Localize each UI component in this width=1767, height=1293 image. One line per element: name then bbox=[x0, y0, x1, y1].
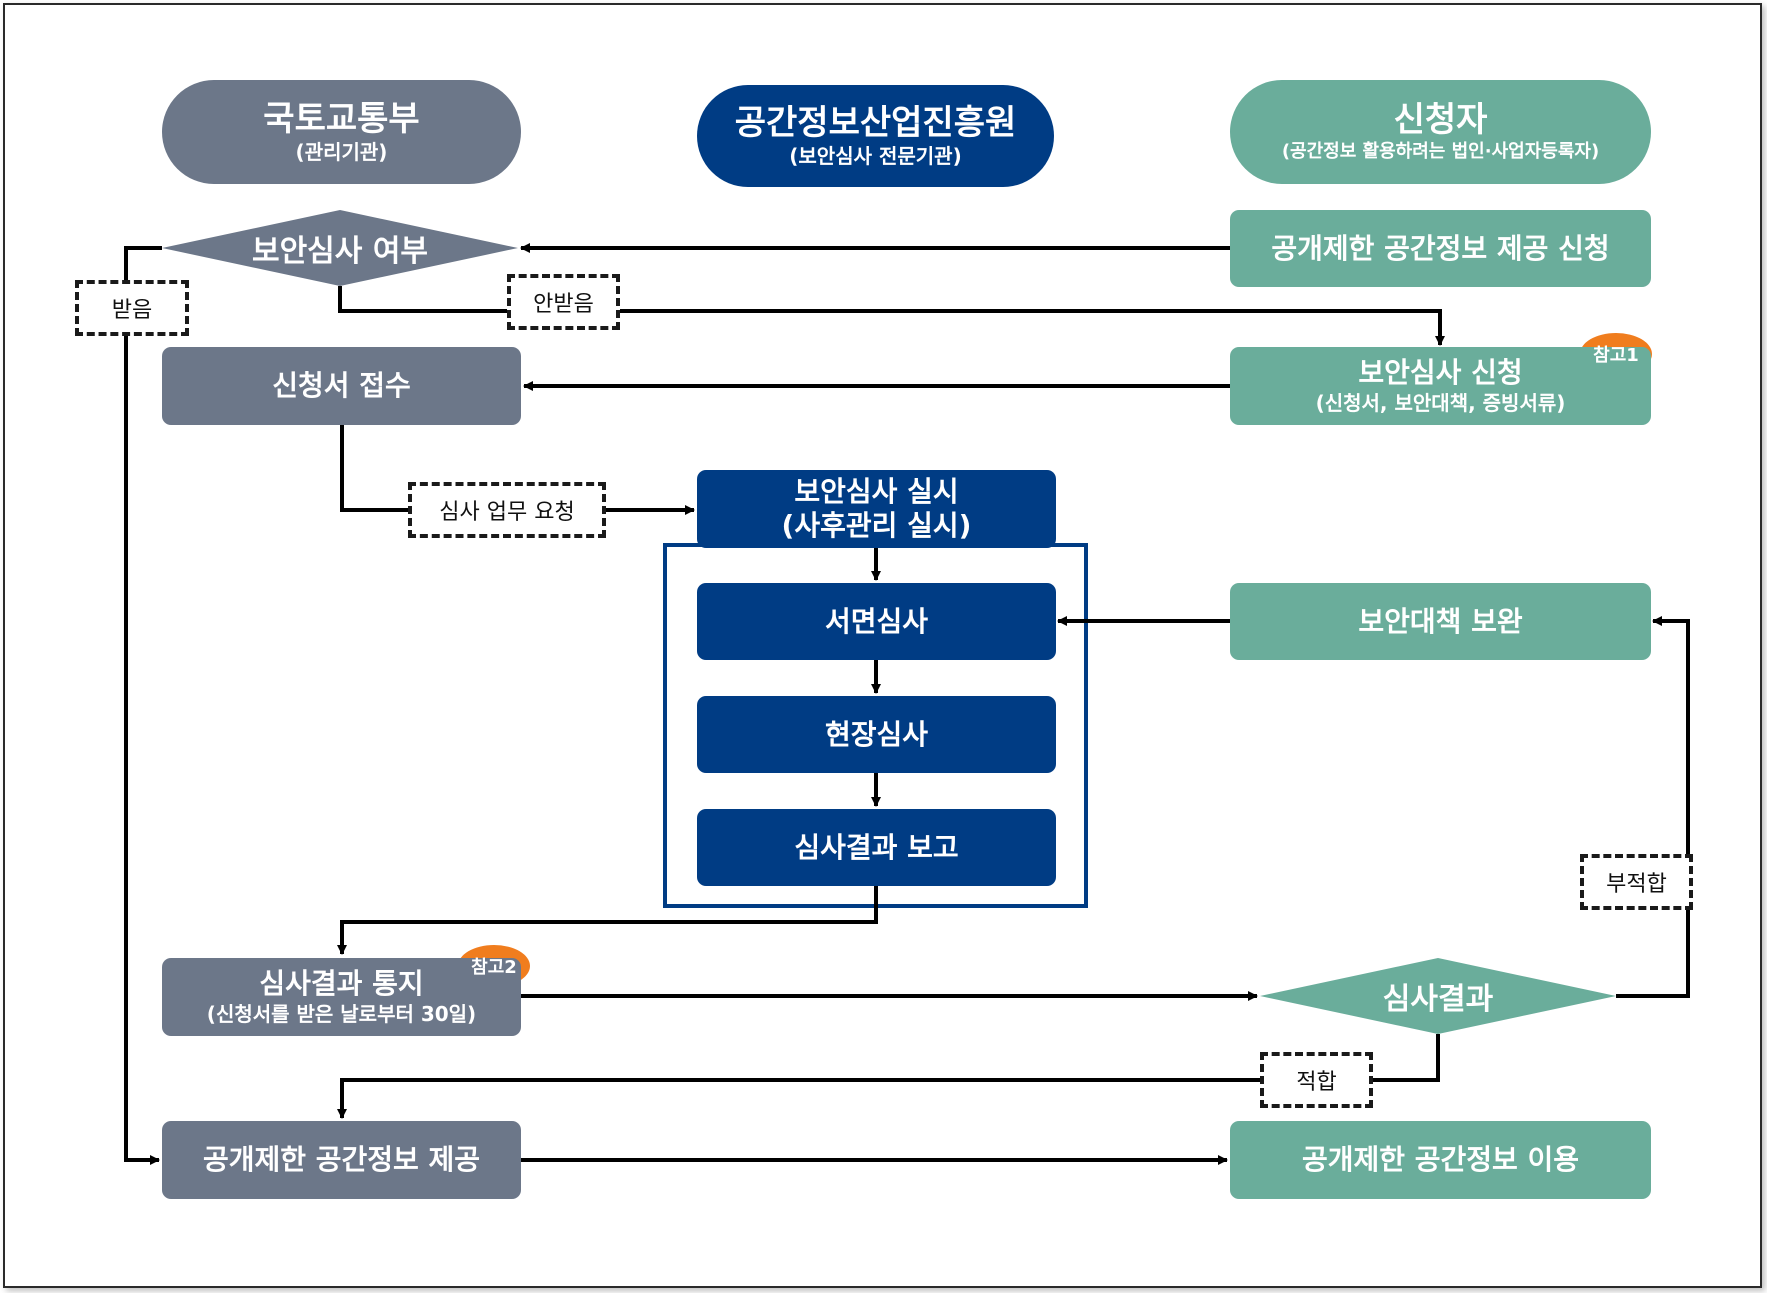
use-box: 공개제한 공간정보 이용 bbox=[1230, 1121, 1651, 1199]
box-title: 보안심사 신청 bbox=[1358, 356, 1523, 389]
box-subtitle: (신청서를 받은 날로부터 30일) bbox=[206, 1002, 477, 1026]
not-received-label: 안받음 bbox=[507, 274, 620, 330]
provide-request-box: 공개제한 공간정보 제공 신청 bbox=[1230, 210, 1651, 287]
result-decision-diamond bbox=[1260, 958, 1616, 1034]
site-review-box: 현장심사 bbox=[697, 696, 1056, 773]
review-decision-diamond bbox=[162, 210, 518, 286]
lane-subtitle: (공간정보 활용하려는 법인·사업자등록자) bbox=[1281, 141, 1600, 162]
ref2-badge: 참고2 bbox=[471, 957, 517, 978]
box-subtitle: (신청서, 보안대책, 증빙서류) bbox=[1315, 391, 1566, 415]
arrow-not-received bbox=[338, 286, 1445, 346]
receipt-box: 신청서 접수 bbox=[162, 347, 521, 425]
doc-review-box: 서면심사 bbox=[697, 583, 1056, 660]
ref1-badge: 참고1 bbox=[1593, 345, 1639, 366]
unfit-label: 부적합 bbox=[1580, 854, 1693, 910]
lane-title: 공간정보산업진흥원 bbox=[734, 103, 1017, 143]
result-report-box: 심사결과 보고 bbox=[697, 809, 1056, 886]
fit-label: 적합 bbox=[1260, 1052, 1373, 1108]
review-conduct-box: 보안심사 실시 (사후관리 실시) bbox=[697, 470, 1056, 548]
outer-frame bbox=[3, 3, 1762, 1288]
lane-title: 신청자 bbox=[1393, 100, 1488, 140]
review-apply-box: 보안심사 신청 (신청서, 보안대책, 증빙서류) bbox=[1230, 347, 1651, 425]
arrow-report-to-notice bbox=[337, 885, 878, 955]
box-line-1: 보안심사 실시 bbox=[794, 475, 959, 508]
result-decision-label: 심사결과 bbox=[1382, 982, 1494, 1017]
arrow-unfit bbox=[1616, 616, 1690, 998]
lane-header-molit: 국토교통부 (관리기관) bbox=[162, 80, 521, 184]
box-line-2: (사후관리 실시) bbox=[781, 509, 972, 542]
received-label: 받음 bbox=[75, 280, 189, 336]
lane-subtitle: (보안심사 전문기관) bbox=[789, 144, 962, 168]
provide-box: 공개제한 공간정보 제공 bbox=[162, 1121, 521, 1199]
security-fix-box: 보안대책 보완 bbox=[1230, 583, 1651, 660]
arrow-fit bbox=[337, 1034, 1440, 1119]
task-request-label: 심사 업무 요청 bbox=[408, 482, 606, 538]
lane-header-spacen: 공간정보산업진흥원 (보안심사 전문기관) bbox=[697, 85, 1054, 187]
box-title: 심사결과 통지 bbox=[259, 967, 424, 1000]
arrow-received bbox=[124, 246, 162, 1165]
lane-title: 국토교통부 bbox=[263, 99, 420, 139]
lane-subtitle: (관리기관) bbox=[295, 140, 388, 164]
result-notice-box: 심사결과 통지 (신청서를 받은 날로부터 30일) bbox=[162, 958, 521, 1036]
review-decision-label: 보안심사 여부 bbox=[251, 234, 429, 269]
lane-header-applicant: 신청자 (공간정보 활용하려는 법인·사업자등록자) bbox=[1230, 80, 1651, 184]
